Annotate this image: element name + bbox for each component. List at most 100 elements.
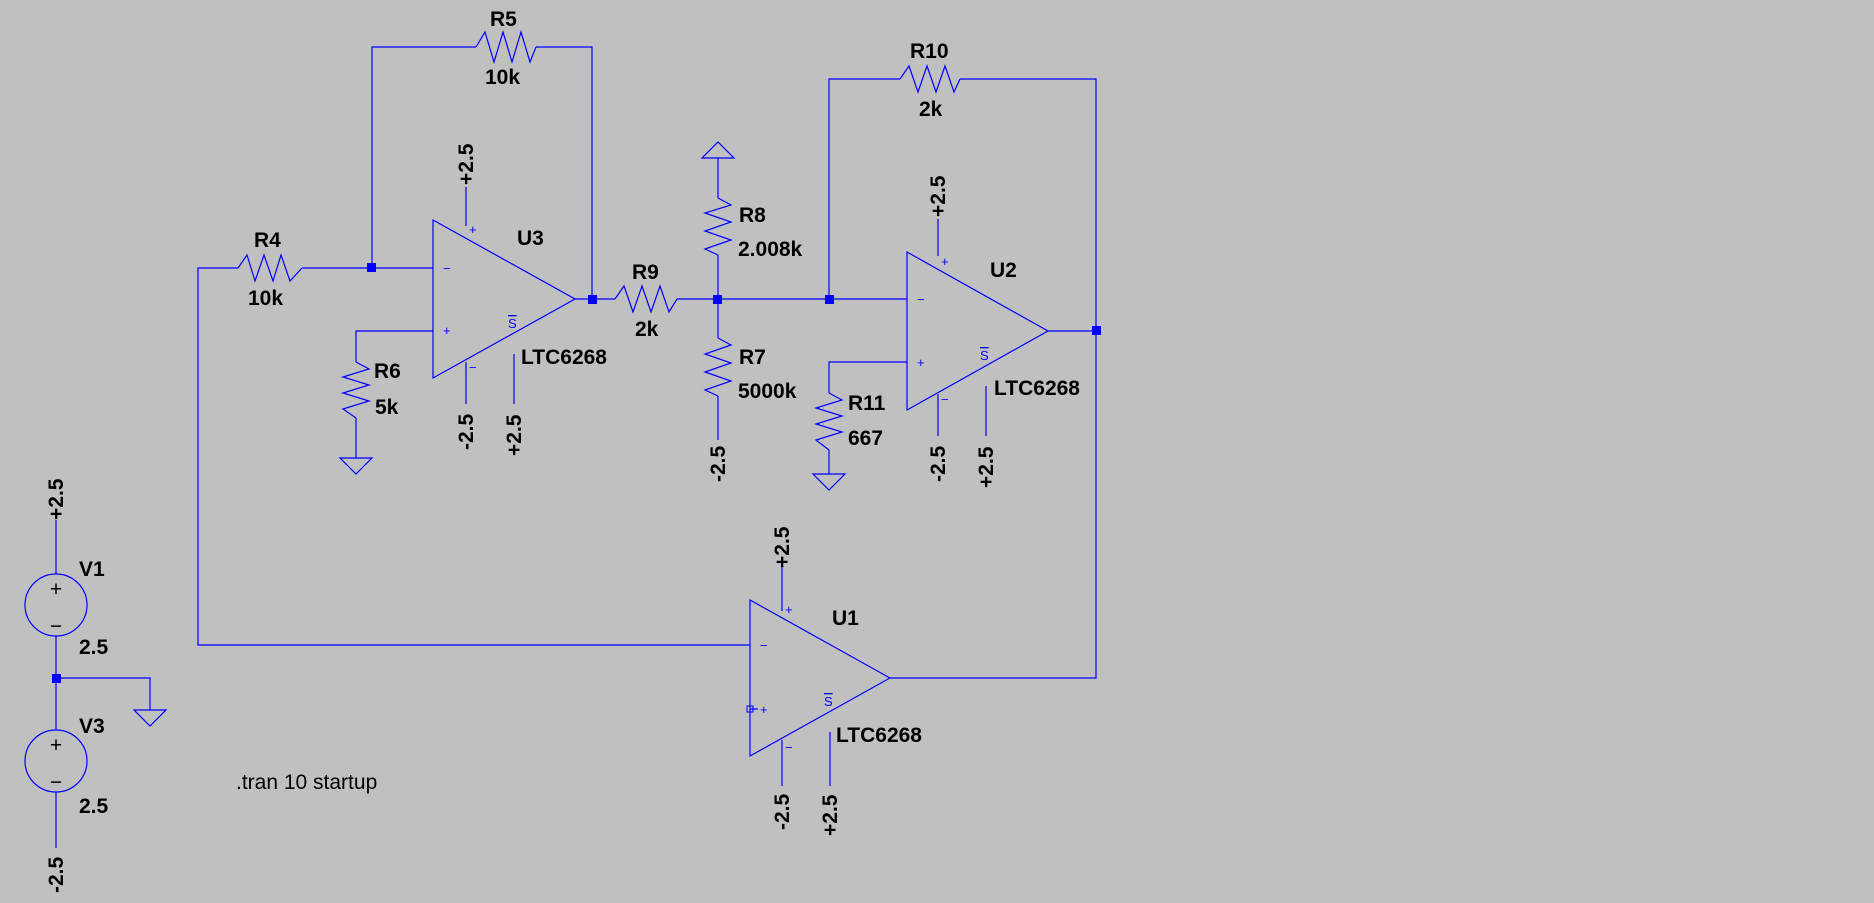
wire-r10-left <box>828 78 900 299</box>
label-r6-name: R6 <box>374 360 401 383</box>
resistor-r4-symbol <box>237 253 303 283</box>
label-r9-value: 2k <box>635 318 659 341</box>
opamp-u3-shdn-pin: S <box>508 316 517 331</box>
label-r11-name: R11 <box>848 392 886 415</box>
component-labels: R5 10k R4 10k U3 LTC6268 R6 5k R9 2k R8 … <box>79 8 1080 818</box>
ground-r8-top-icon <box>700 141 736 159</box>
ground-r11-icon <box>811 473 847 491</box>
opamp-u3-minus-pin: − <box>443 261 451 276</box>
opamp-u1-plus-pin: + <box>760 702 768 717</box>
opamp-u3-vpos-pin: + <box>469 222 477 237</box>
opamp-u1-vneg-pin: − <box>785 740 793 755</box>
resistors <box>237 29 961 451</box>
label-v3-name: V3 <box>79 715 105 738</box>
label-u3-name: U3 <box>517 227 544 250</box>
resistor-r9-symbol <box>614 284 678 314</box>
label-r8-name: R8 <box>739 204 766 227</box>
wire-r6-u3 <box>355 330 433 362</box>
supply-net-labels: +2.5 -2.5 +2.5 +2.5 -2.5 +2.5 -2.5 +2.5 … <box>45 143 998 893</box>
source-v3-symbol <box>24 729 88 793</box>
label-v1-name: V1 <box>79 558 105 581</box>
resistor-r8-symbol <box>703 197 733 256</box>
label-u2-name: U2 <box>990 259 1017 282</box>
net-u3-shdn: +2.5 <box>503 414 526 456</box>
junction-u3-out <box>588 295 597 304</box>
wire-u2-u1 <box>890 331 1097 679</box>
source-v1: + − <box>24 573 88 638</box>
source-v3-plus-sign: + <box>50 734 62 757</box>
spice-directive[interactable]: .tran 10 startup <box>236 771 377 794</box>
junction-u2-out <box>1092 326 1101 335</box>
resistor-r7-symbol <box>703 337 733 397</box>
net-u2-vpos: +2.5 <box>927 175 950 217</box>
net-u2-shdn: +2.5 <box>975 446 998 488</box>
ground-v-icon <box>132 709 168 727</box>
opamp-u3-vneg-pin: − <box>469 360 477 375</box>
label-r4-value: 10k <box>248 287 283 310</box>
resistor-r5-symbol <box>475 29 537 65</box>
net-u3-vneg: -2.5 <box>455 413 478 450</box>
label-u1-model: LTC6268 <box>836 724 922 747</box>
wire-r11-u2 <box>828 361 907 393</box>
opamp-u1: − + + − S <box>749 598 892 758</box>
opamp-u1-symbol <box>749 598 892 758</box>
source-v3-minus-sign: − <box>50 771 62 794</box>
net-u1-vneg: -2.5 <box>771 793 794 830</box>
opamp-u1-vpos-pin: + <box>785 602 793 617</box>
resistor-r11-symbol <box>813 392 845 451</box>
opamp-u2-shdn-pin: S <box>980 348 989 363</box>
label-r10-value: 2k <box>919 98 943 121</box>
junction-mid-node <box>713 295 722 304</box>
label-r11-value: 667 <box>848 427 883 450</box>
ground-r6-icon <box>338 457 374 475</box>
label-r9-name: R9 <box>632 261 659 284</box>
label-r4-name: R4 <box>254 229 281 252</box>
label-u3-model: LTC6268 <box>521 346 607 369</box>
opamp-u2-minus-pin: − <box>917 292 925 307</box>
wire-r10-right <box>960 78 1097 331</box>
opamp-u2-plus-pin: + <box>917 355 925 370</box>
label-r7-name: R7 <box>739 346 766 369</box>
net-v1-vpos: +2.5 <box>45 478 68 520</box>
net-u3-vpos: +2.5 <box>455 143 478 185</box>
wire-r5-left <box>371 46 476 268</box>
opamp-u1-shdn-pin: S <box>824 694 833 709</box>
resistor-r10-symbol <box>899 64 961 94</box>
opamp-u3-symbol <box>432 218 577 380</box>
junction-u3-inv <box>367 263 376 272</box>
opamp-u2-vneg-pin: − <box>941 392 949 407</box>
net-u1-vpos: +2.5 <box>771 526 794 568</box>
opamp-u1-minus-pin: − <box>760 638 768 653</box>
resistor-r6-symbol <box>340 361 372 419</box>
label-r10-name: R10 <box>910 40 949 63</box>
net-u2-vneg: -2.5 <box>927 445 950 482</box>
label-r6-value: 5k <box>375 396 399 419</box>
opamp-u3: − + + − S <box>432 218 577 380</box>
label-v3-value: 2.5 <box>79 795 109 818</box>
source-v1-minus-sign: − <box>50 615 62 638</box>
label-u2-model: LTC6268 <box>994 377 1080 400</box>
wire-feedback-loop <box>197 267 750 646</box>
net-r7-vneg: -2.5 <box>707 445 730 482</box>
wire-r5-right <box>536 46 593 299</box>
opamp-u2-symbol <box>906 250 1050 412</box>
label-r5-name: R5 <box>490 8 517 31</box>
opamp-u2: − + + − S <box>906 250 1050 412</box>
source-v1-symbol <box>24 573 88 637</box>
net-u1-shdn: +2.5 <box>819 794 842 836</box>
label-v1-value: 2.5 <box>79 636 109 659</box>
junction-u2-inv <box>825 295 834 304</box>
opamp-u2-vpos-pin: + <box>941 254 949 269</box>
label-u1-name: U1 <box>832 607 859 630</box>
source-v1-plus-sign: + <box>50 578 62 601</box>
label-r8-value: 2.008k <box>738 238 803 261</box>
grounds <box>132 141 847 727</box>
opamp-u3-plus-pin: + <box>443 323 451 338</box>
label-r5-value: 10k <box>485 66 520 89</box>
net-v3-vneg: -2.5 <box>45 856 68 893</box>
junction-gnd-v <box>52 674 61 683</box>
wire-gnd-v <box>56 677 151 710</box>
label-r7-value: 5000k <box>738 380 797 403</box>
source-v3: + − <box>24 729 88 794</box>
